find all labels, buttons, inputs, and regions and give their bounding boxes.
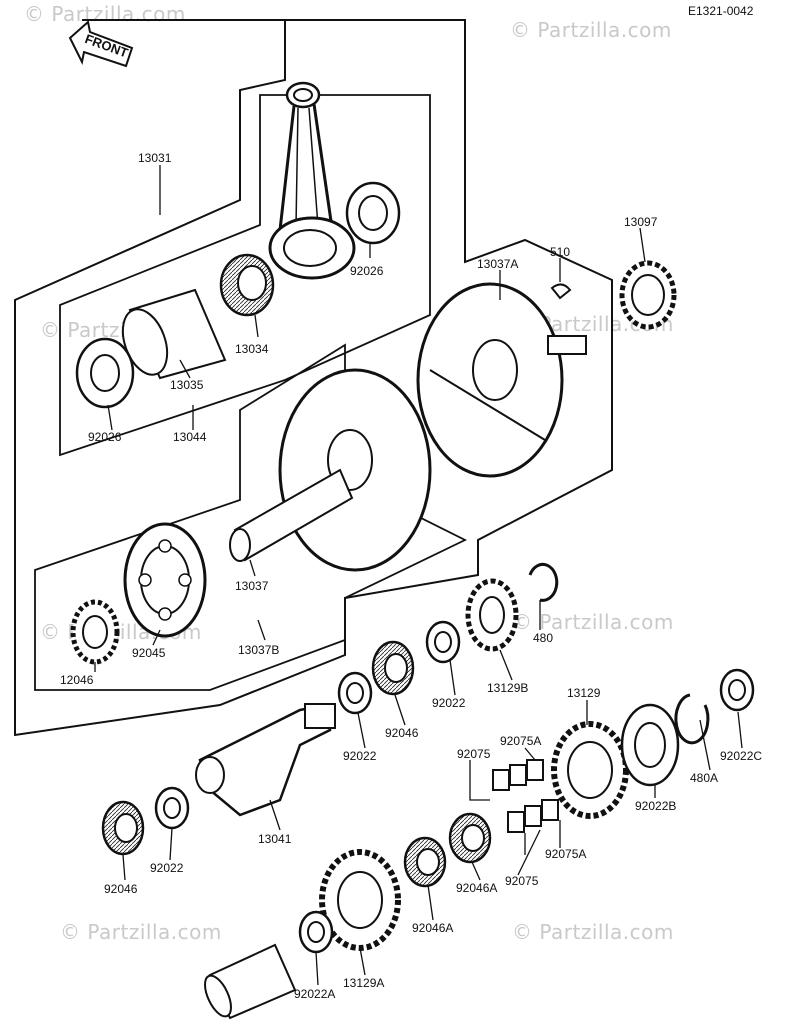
part-label-92026: 92026 <box>88 430 122 444</box>
part-label-13044: 13044 <box>173 430 207 444</box>
part-label-92022: 92022 <box>343 749 377 763</box>
washer-92022c <box>719 668 755 712</box>
crank-half-left <box>229 368 432 572</box>
part-label-480a: 480A <box>690 771 718 785</box>
sprocket <box>70 599 120 665</box>
watermark: © Partzilla.com <box>60 920 222 944</box>
leader-lines <box>94 165 743 986</box>
watermark: © Partzilla.com <box>512 610 674 634</box>
part-label-92075: 92075 <box>457 747 491 761</box>
part-label-92046a: 92046A <box>456 881 497 895</box>
gear-13129b <box>465 578 519 652</box>
part-label-13037a: 13037A <box>477 257 518 271</box>
washer <box>337 671 373 715</box>
thrust-washer-upper <box>345 181 401 245</box>
part-label-92022c: 92022C <box>720 749 762 763</box>
ball-bearing <box>123 522 207 638</box>
part-label-92075: 92075 <box>505 874 539 888</box>
needle-bearing-92046a <box>448 812 492 864</box>
woodruff-key <box>550 283 572 300</box>
gear-13129a <box>319 849 401 951</box>
part-label-92026: 92026 <box>350 264 384 278</box>
crank-pin <box>121 288 227 380</box>
part-label-92046: 92046 <box>104 882 138 896</box>
part-label-92046a: 92046A <box>412 921 453 935</box>
circlip-480a <box>674 693 710 745</box>
part-label-13097: 13097 <box>624 215 658 229</box>
crank-half-outline <box>34 343 468 691</box>
connecting-rod <box>268 81 356 280</box>
part-label-92075a: 92075A <box>500 734 541 748</box>
shaft <box>204 943 297 1020</box>
part-label-92022: 92022 <box>150 861 184 875</box>
part-label-92022: 92022 <box>432 696 466 710</box>
thrust-washer-lower <box>75 337 135 409</box>
crank-half-right <box>416 282 587 478</box>
part-label-13129a: 13129A <box>343 976 384 990</box>
part-label-92022a: 92022A <box>294 987 335 1001</box>
part-label-92045: 92045 <box>132 646 166 660</box>
part-label-480: 480 <box>533 631 553 645</box>
crank-gear <box>619 260 677 330</box>
part-label-13041: 13041 <box>258 832 292 846</box>
needle-bearing-92046a <box>403 836 447 888</box>
part-label-92075a: 92075A <box>545 847 586 861</box>
watermark: © Partzilla.com <box>512 920 674 944</box>
watermark: © Partzilla.com <box>24 2 186 26</box>
circlip <box>528 562 559 602</box>
damper-rubbers <box>492 759 559 833</box>
part-label-13031: 13031 <box>138 151 172 165</box>
part-label-13035: 13035 <box>170 378 204 392</box>
part-label-13034: 13034 <box>235 342 269 356</box>
diagram-code: E1321-0042 <box>688 4 754 18</box>
conrod-subassembly-outline <box>59 94 431 457</box>
part-label-12046: 12046 <box>60 673 94 687</box>
washer-92022b <box>620 703 680 787</box>
gear-13129 <box>551 721 629 819</box>
needle-bearing <box>101 800 145 856</box>
shaft-13041 <box>195 703 336 817</box>
needle-bearing <box>371 640 415 696</box>
part-label-13129: 13129 <box>567 686 601 700</box>
part-label-92022b: 92022B <box>635 799 676 813</box>
part-label-13037b: 13037B <box>238 643 279 657</box>
washer <box>425 620 461 664</box>
needle-bearing-conrod <box>219 253 275 317</box>
part-label-510: 510 <box>550 245 570 259</box>
part-label-13129b: 13129B <box>487 681 528 695</box>
part-label-13037: 13037 <box>235 579 269 593</box>
watermark: © Partzilla.com <box>510 18 672 42</box>
part-label-92046: 92046 <box>385 726 419 740</box>
washer <box>154 786 190 830</box>
washer-92022a <box>298 910 334 954</box>
front-arrow-icon: FRONT <box>68 20 134 68</box>
